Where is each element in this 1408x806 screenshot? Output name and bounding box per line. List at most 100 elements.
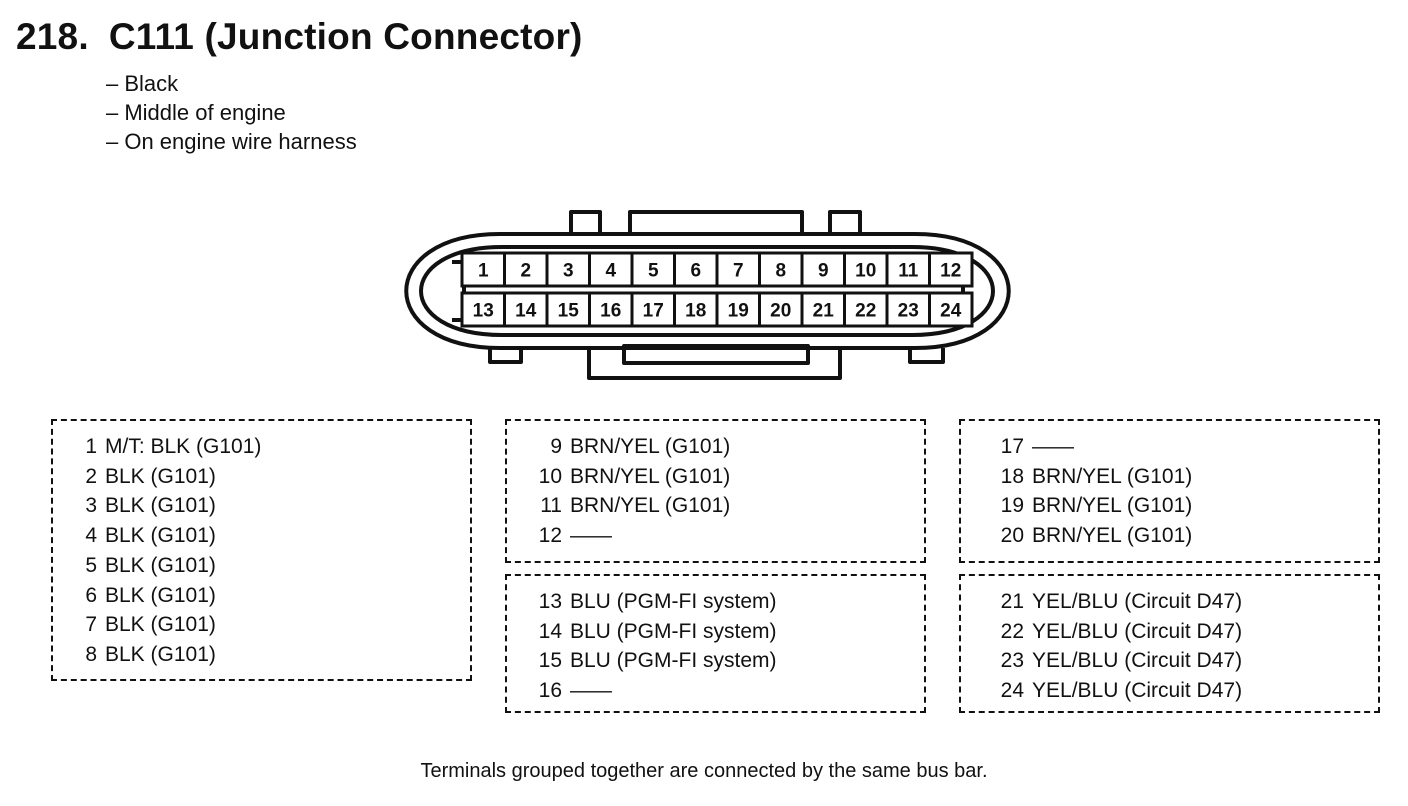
terminal-number: 13	[473, 301, 494, 322]
connector-housing	[404, 210, 1011, 380]
terminal-pin-number: 3	[85, 494, 97, 518]
terminal-cell	[885, 291, 931, 328]
terminal-pin-number: 14	[538, 619, 562, 643]
terminal-wire-description: ——	[1032, 435, 1074, 458]
terminal-pin-number: 16	[538, 679, 562, 703]
terminal-number: 9	[818, 261, 829, 282]
terminal-number: 7	[733, 261, 744, 282]
note-color: – Black	[106, 71, 179, 96]
terminal-number: 15	[558, 301, 580, 322]
bottom-center-latch	[587, 348, 842, 380]
left-key-notch	[452, 260, 466, 322]
terminal-group-box	[51, 419, 472, 681]
terminal-pin-number: 17	[1000, 435, 1024, 458]
terminal-pin-number: 15	[538, 649, 562, 673]
bottom-right-tab	[908, 348, 945, 364]
terminal-number: 5	[648, 261, 659, 282]
terminal-wire-description: ——	[570, 524, 612, 548]
terminal-wire-description: YEL/BLU (Circuit D47)	[1032, 679, 1243, 703]
terminal-cell	[928, 291, 974, 328]
terminal-entry: 20 BRN/YEL (G101)	[959, 524, 1193, 548]
terminal-cell	[928, 251, 974, 288]
terminal-number: 3	[563, 261, 574, 282]
terminal-number: 14	[515, 301, 537, 322]
terminal-wire-description: YEL/BLU (Circuit D47)	[1032, 649, 1243, 673]
bottom-center-bar	[622, 344, 810, 365]
terminal-cell	[460, 291, 506, 328]
terminal-number: 24	[940, 301, 962, 322]
terminal-wire-description: BLK (G101)	[105, 613, 216, 637]
terminal-entry: 9 BRN/YEL (G101)	[505, 435, 730, 459]
terminal-group-box	[505, 574, 926, 713]
terminal-number: 2	[520, 261, 531, 282]
terminal-wire-description: YEL/BLU (Circuit D47)	[1032, 619, 1243, 643]
terminal-number: 4	[605, 261, 616, 282]
terminal-pin-number: 8	[85, 642, 97, 666]
terminal-number: 17	[643, 301, 664, 322]
terminal-number: 20	[770, 301, 791, 322]
terminal-entry: 3 BLK (G101)	[51, 494, 216, 518]
page-title: 218. C111 (Junction Connector)	[16, 16, 583, 58]
footnote: Terminals grouped together are connected…	[420, 760, 988, 782]
terminal-group-box	[505, 419, 926, 563]
terminal-pin-number: 13	[538, 590, 562, 613]
terminal-pin-number: 11	[540, 494, 562, 518]
terminal-cell	[503, 251, 549, 288]
terminal-wire-description: BLK (G101)	[105, 464, 216, 488]
terminal-wire-description: BLU (PGM-FI system)	[570, 619, 777, 643]
terminal-number: 22	[855, 301, 876, 322]
terminal-entry: 14 BLU (PGM-FI system)	[505, 620, 777, 644]
terminal-wire-description: BRN/YEL (G101)	[1032, 494, 1193, 518]
terminal-entry: 12 ——	[505, 524, 612, 548]
terminal-pin-number: 5	[85, 553, 97, 577]
terminal-cell	[800, 291, 846, 328]
section-number: 218.	[16, 16, 89, 57]
terminal-entry: 17 ——	[959, 435, 1074, 459]
terminal-pin-number: 19	[1000, 494, 1024, 518]
terminal-entry: 16 ——	[505, 679, 612, 703]
terminal-pin-number: 20	[1000, 524, 1024, 548]
terminal-entry: 22 YEL/BLU (Circuit D47)	[959, 620, 1242, 644]
terminal-entry: 13 BLU (PGM-FI system)	[505, 590, 777, 614]
note-harness: – On engine wire harness	[106, 129, 357, 154]
terminal-wire-description: YEL/BLU (Circuit D47)	[1032, 590, 1243, 613]
terminal-pin-number: 1	[85, 435, 97, 458]
terminal-pin-number: 2	[85, 464, 97, 488]
terminal-number: 11	[898, 261, 919, 282]
terminal-wire-description: BLU (PGM-FI system)	[570, 590, 777, 613]
terminal-pin-number: 12	[538, 524, 562, 548]
terminal-wire-description: BRN/YEL (G101)	[570, 435, 731, 458]
connector-notes: – Black – Middle of engine – On engine w…	[106, 69, 357, 156]
terminal-wire-description: BLK (G101)	[105, 642, 216, 666]
terminal-cell	[673, 291, 719, 328]
terminal-wire-description: BRN/YEL (G101)	[570, 494, 731, 518]
terminal-wire-description: ——	[570, 679, 612, 703]
terminal-cell	[630, 291, 676, 328]
connector-shell-outer	[404, 232, 1011, 350]
connector-title: C111 (Junction Connector)	[108, 16, 583, 57]
terminal-pin-number: 22	[1000, 619, 1024, 643]
terminal-pin-number: 9	[550, 435, 562, 458]
terminal-cell	[885, 251, 931, 288]
terminal-entry: 11 BRN/YEL (G101)	[505, 494, 730, 518]
terminal-number: 16	[600, 301, 621, 322]
terminal-number: 10	[855, 261, 876, 282]
terminal-entry: 23 YEL/BLU (Circuit D47)	[959, 649, 1242, 673]
terminal-number: 8	[775, 261, 786, 282]
terminal-wire-description: BLK (G101)	[105, 494, 216, 518]
terminal-wire-description: BRN/YEL (G101)	[1032, 524, 1193, 548]
terminal-number: 1	[478, 261, 489, 282]
terminal-wire-description: BLK (G101)	[105, 553, 216, 577]
terminal-number: 6	[690, 261, 701, 282]
terminal-entry: 19 BRN/YEL (G101)	[959, 494, 1193, 518]
terminal-pin-number: 23	[1000, 649, 1024, 673]
